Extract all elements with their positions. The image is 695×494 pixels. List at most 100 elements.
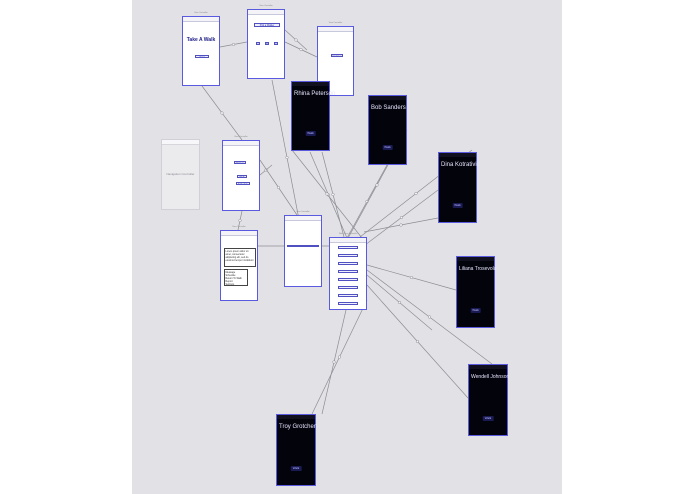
table-row[interactable] <box>338 270 358 273</box>
walk-button[interactable]: Walk <box>237 175 247 178</box>
status-bar <box>221 231 257 236</box>
segue-icon[interactable] <box>332 360 336 364</box>
walker-name: Wendell Johnson <box>471 374 510 380</box>
screen: Navigation Controller <box>161 139 200 210</box>
nav-bar <box>162 140 199 145</box>
scene-title: View Controller <box>234 136 248 138</box>
scene-title: View Controller <box>328 22 343 24</box>
segue-icon[interactable] <box>331 192 335 197</box>
walk-button[interactable]: Walk <box>382 145 393 150</box>
segue-icon[interactable] <box>415 339 420 344</box>
screen: Wendell Johnson Walk <box>468 364 510 436</box>
screen: Rhina Peterson Walk <box>291 81 335 151</box>
walk-button[interactable]: Walk <box>452 203 463 208</box>
segue-icon[interactable] <box>276 185 281 190</box>
table-row[interactable] <box>338 302 358 305</box>
scene-menu[interactable]: View Controller Walkers Walk Schedule <box>222 136 260 211</box>
table-row[interactable] <box>338 254 358 257</box>
scene-title: Table View Controller <box>338 233 358 235</box>
table-row[interactable] <box>338 262 358 265</box>
walker-name: Troy Grotchen <box>279 424 318 430</box>
segue-icon[interactable] <box>220 111 224 115</box>
segue-icon[interactable] <box>337 355 342 359</box>
screen: Bob Sanders Walk <box>368 95 407 165</box>
scene-choose-walker[interactable]: View Controller Pick a Walker A B C <box>247 5 285 79</box>
continue-button[interactable]: Continue <box>331 54 343 57</box>
table-row[interactable] <box>338 294 358 297</box>
status-bar <box>330 238 366 243</box>
scene-take-a-walk[interactable]: View Controller Take A Walk Start <box>182 12 220 86</box>
scene-info[interactable]: View Controller Lorem ipsum dolor sit am… <box>220 226 258 301</box>
scene-wendell-johnson[interactable]: Wendell Johnson Walk <box>468 364 510 436</box>
table-row[interactable] <box>338 278 358 281</box>
segue-icon[interactable] <box>399 215 404 220</box>
take-a-walk-title: Take A Walk <box>186 37 216 43</box>
screen: Dina Kotrativic Walk <box>438 152 480 223</box>
status-bar <box>318 27 353 32</box>
status-bar <box>223 141 259 146</box>
scene-title: View Controller <box>259 5 273 7</box>
scene-empty[interactable]: View Controller <box>284 211 322 287</box>
scene-navigation-controller[interactable]: Navigation Controller <box>161 139 200 210</box>
segue-icon[interactable] <box>409 275 414 280</box>
walker-a-button[interactable]: A <box>256 42 260 45</box>
scene-walker-list[interactable]: Table View Controller <box>329 233 367 310</box>
screen: Take A Walk Start <box>182 16 220 86</box>
scene-title: View Controller <box>194 12 208 14</box>
scene-rhina-peterson[interactable]: Rhina Peterson Walk <box>291 81 335 151</box>
option-return[interactable]: Return To Walk <box>225 276 242 280</box>
segue-icon[interactable] <box>285 155 289 160</box>
segue-icon[interactable] <box>238 218 242 223</box>
pick-walker-heading[interactable]: Pick a Walker <box>254 23 280 27</box>
status-bar <box>277 415 315 419</box>
scene-troy-grotchen[interactable]: Troy Grotchen Walk <box>276 414 318 486</box>
screen: Pick a Walker A B C <box>247 9 285 79</box>
segue-icon[interactable] <box>299 47 303 52</box>
screen <box>329 237 367 310</box>
segue-icon[interactable] <box>427 315 432 319</box>
scene-dina-kotrativic[interactable]: Dina Kotrativic Walk <box>438 152 480 223</box>
segue-icon[interactable] <box>397 300 402 305</box>
status-bar <box>457 257 494 261</box>
start-button[interactable]: Start <box>195 55 209 58</box>
status-bar <box>469 365 507 369</box>
scene-title: View Controller <box>232 226 246 228</box>
walkers-button[interactable]: Walkers <box>234 161 246 164</box>
search-bar[interactable] <box>287 245 319 247</box>
segue-icon[interactable] <box>414 191 418 196</box>
walker-b-button[interactable]: B <box>265 42 269 45</box>
scene-title: View Controller <box>296 211 310 213</box>
walk-button[interactable]: Walk <box>482 416 494 421</box>
table-row[interactable] <box>338 246 358 249</box>
status-bar <box>248 10 284 15</box>
table-row[interactable] <box>338 286 358 289</box>
option-message[interactable]: Message <box>225 270 236 274</box>
segue-icon[interactable] <box>231 42 236 47</box>
option-settings[interactable]: Settings <box>225 282 235 286</box>
schedule-button[interactable]: Schedule <box>236 182 250 185</box>
option-schedule[interactable]: Schedule <box>225 273 236 277</box>
storyboard-canvas[interactable]: View Controller Take A Walk Start View C… <box>132 0 562 494</box>
info-text[interactable]: Lorem ipsum dolor sit amet, consectetur … <box>224 248 256 267</box>
scene-detail[interactable]: View Controller Continue <box>317 22 354 96</box>
walker-c-button[interactable]: C <box>274 42 278 45</box>
screen: Lorem ipsum dolor sit amet, consectetur … <box>220 230 258 301</box>
options-list[interactable]: Message Schedule Return To Walk Report S… <box>224 269 248 286</box>
scene-liliana-trosevola[interactable]: Liliana Trosevola Walk <box>456 256 497 328</box>
status-bar <box>285 216 321 221</box>
walker-name: Liliana Trosevola <box>459 266 497 272</box>
walker-name: Dina Kotrativic <box>441 162 480 168</box>
segue-icon[interactable] <box>325 192 329 196</box>
segue-icon[interactable] <box>399 223 403 227</box>
status-bar <box>183 17 219 22</box>
walk-button[interactable]: Walk <box>470 308 481 313</box>
screen <box>284 215 322 287</box>
scene-bob-sanders[interactable]: Bob Sanders Walk <box>368 95 407 165</box>
segue-icon[interactable] <box>294 38 298 42</box>
segue-icon[interactable] <box>375 183 379 187</box>
walk-button[interactable]: Walk <box>305 131 316 136</box>
walk-button[interactable]: Walk <box>290 466 302 471</box>
option-report[interactable]: Report <box>225 279 233 283</box>
screen: Troy Grotchen Walk <box>276 414 318 486</box>
screen: Continue <box>317 26 354 96</box>
